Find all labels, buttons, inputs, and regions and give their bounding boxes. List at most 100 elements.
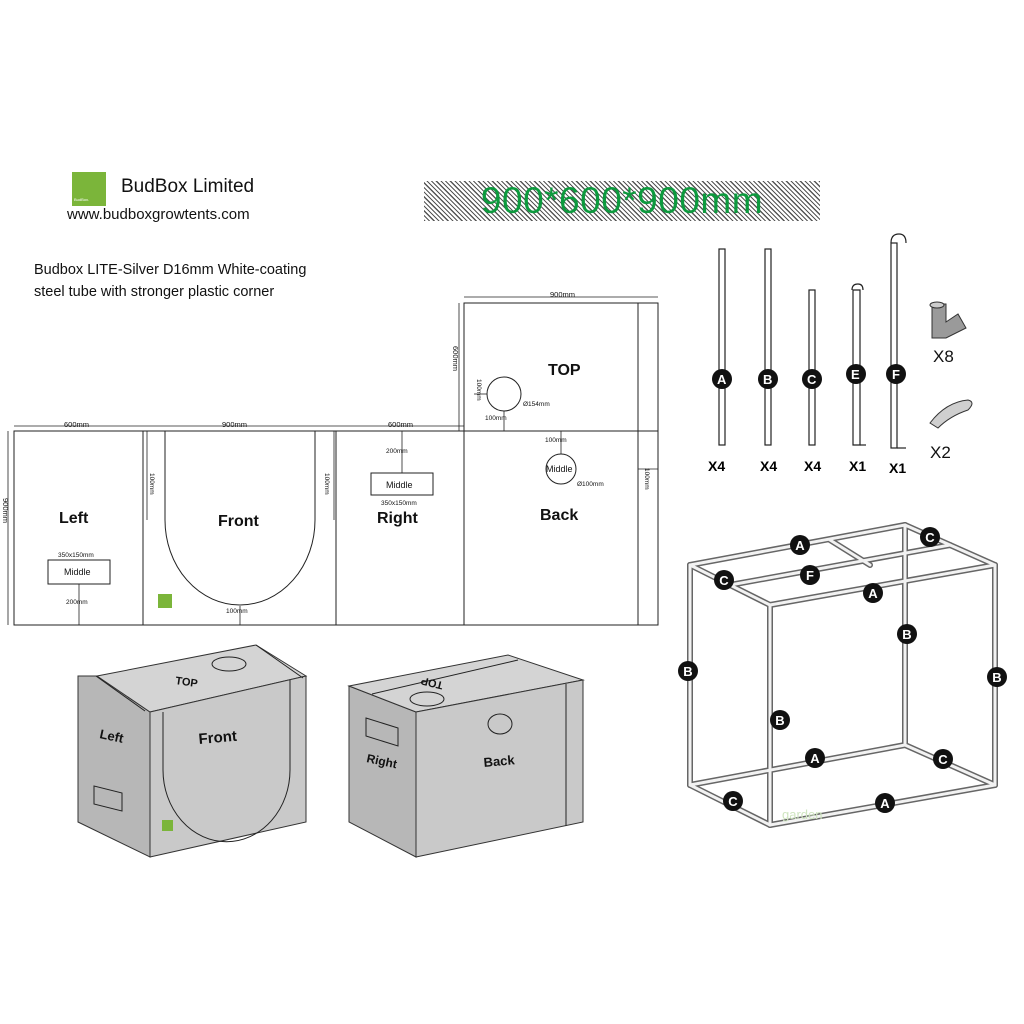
top-port <box>486 376 522 412</box>
part-e-id: E <box>851 367 860 382</box>
left-height-dim: 900mm <box>1 498 10 523</box>
back-side-dim: 100mm <box>643 468 650 490</box>
frame-marker-label-0: A <box>795 538 805 553</box>
frame-marker-label-5: B <box>902 627 911 642</box>
pole-f-hook-top <box>890 233 907 244</box>
box1-front-label: Front <box>198 728 238 748</box>
part-b-id: B <box>763 372 772 387</box>
left-vent-offset: 200mm <box>66 599 88 606</box>
left-vent-size: 350x150mm <box>58 552 94 559</box>
front-door-zip <box>164 431 316 606</box>
frame-marker-label-3: F <box>806 568 814 583</box>
left-vent-label: Middle <box>64 567 91 577</box>
pole-f <box>890 242 898 449</box>
frame-marker-0 <box>790 535 810 555</box>
assembled-frame-highlight <box>688 523 997 827</box>
brand-logo <box>72 172 106 206</box>
left-panel-label: Left <box>59 510 89 527</box>
part-f-id: F <box>892 367 900 382</box>
frame-marker-1 <box>920 527 940 547</box>
website-url: www.budboxgrowtents.com <box>67 206 250 223</box>
part-b-qty: X4 <box>760 458 777 474</box>
frame-marker-7 <box>770 710 790 730</box>
frame-marker-9 <box>805 748 825 768</box>
frame-marker-12 <box>875 793 895 813</box>
top-port-offset-side: 100mm <box>475 379 482 401</box>
top-panel-label: TOP <box>548 362 581 379</box>
frame-marker-label-4: A <box>868 586 878 601</box>
frame-marker-5 <box>897 624 917 644</box>
front-width-dim: 900mm <box>222 420 247 429</box>
strap-qty: X2 <box>930 443 951 462</box>
back-port-dim: Ø100mm <box>577 481 604 488</box>
right-panel-label: Right <box>377 510 419 527</box>
box1-top-label: TOP <box>175 675 199 690</box>
frame-marker-label-10: C <box>938 752 948 767</box>
frame-marker-label-6: B <box>683 664 692 679</box>
company-name: BudBox Limited <box>121 176 255 197</box>
size-banner: 900*600*900mm <box>424 180 820 221</box>
dimension-lines <box>7 296 658 625</box>
right-vent-offset: 200mm <box>386 448 408 455</box>
part-c-qty: X4 <box>804 458 821 474</box>
top-width-dim: 900mm <box>550 290 575 299</box>
part-b-marker <box>758 369 778 389</box>
box2-right-label: Right <box>365 751 398 771</box>
watermark: garden <box>782 807 822 822</box>
fittings <box>929 301 973 429</box>
box-front-view-texts: TOP Front Left <box>98 675 237 748</box>
top-port-offset-bottom: 100mm <box>485 415 507 422</box>
part-a-id: A <box>717 372 727 387</box>
frame-marker-label-9: A <box>810 751 820 766</box>
part-e-qty: X1 <box>849 458 866 474</box>
strap-icon <box>929 399 973 429</box>
frame-marker-11 <box>723 791 743 811</box>
box1-left-label: Left <box>98 726 125 746</box>
description-line-2: steel tube with stronger plastic corner <box>34 284 275 300</box>
frame-marker-label-7: B <box>775 713 784 728</box>
part-f-qty: X1 <box>889 460 906 476</box>
right-vent-label: Middle <box>386 480 413 490</box>
tent-net <box>13 302 659 626</box>
front-bottom-dim: 100mm <box>226 608 248 615</box>
part-e-marker <box>846 364 866 384</box>
pole-a <box>718 248 726 446</box>
back-port-offset: 100mm <box>545 437 567 444</box>
part-a-qty: X4 <box>708 458 725 474</box>
pole-b <box>764 248 772 446</box>
frame-marker-label-8: B <box>992 670 1001 685</box>
right-width-dim: 600mm <box>388 420 413 429</box>
left-width-dim: 600mm <box>64 420 89 429</box>
part-a-marker <box>712 369 732 389</box>
frame-marker-label-11: C <box>728 794 738 809</box>
right-vent-size: 350x150mm <box>381 500 417 507</box>
frame-marker-10 <box>933 749 953 769</box>
top-port-dim: Ø154mm <box>523 401 550 408</box>
frame-marker-6 <box>678 661 698 681</box>
back-port-label: Middle <box>546 464 573 474</box>
pole-e-hook-top <box>851 283 864 291</box>
logo-mini-text: BudBox. <box>74 197 90 202</box>
frame-marker-label-2: C <box>719 573 729 588</box>
corner-connector-icon <box>931 303 967 339</box>
front-panel-label: Front <box>218 513 260 530</box>
parts-labels: A B C E F X4 X4 X4 X1 X1 <box>708 364 906 476</box>
top-depth-dim: 600mm <box>451 346 460 371</box>
pole-c <box>808 289 816 446</box>
product-description: Budbox LITE-Silver D16mm White-coating s… <box>34 259 306 303</box>
corner-connector-qty: X8 <box>933 347 954 366</box>
box-front-view <box>77 644 308 858</box>
frame-marker-2 <box>714 570 734 590</box>
frame-marker-4 <box>863 583 883 603</box>
size-banner-text: 900*600*900mm <box>480 180 764 221</box>
part-f-marker <box>886 364 906 384</box>
frame-marker-label-12: A <box>880 796 890 811</box>
assembled-frame <box>687 522 998 828</box>
frame-marker-label-1: C <box>925 530 935 545</box>
back-panel-label: Back <box>540 507 578 524</box>
front-side-dim-left: 100mm <box>148 473 155 495</box>
box2-top-label: TOP <box>420 674 445 691</box>
front-side-dim-right: 100mm <box>323 473 330 495</box>
